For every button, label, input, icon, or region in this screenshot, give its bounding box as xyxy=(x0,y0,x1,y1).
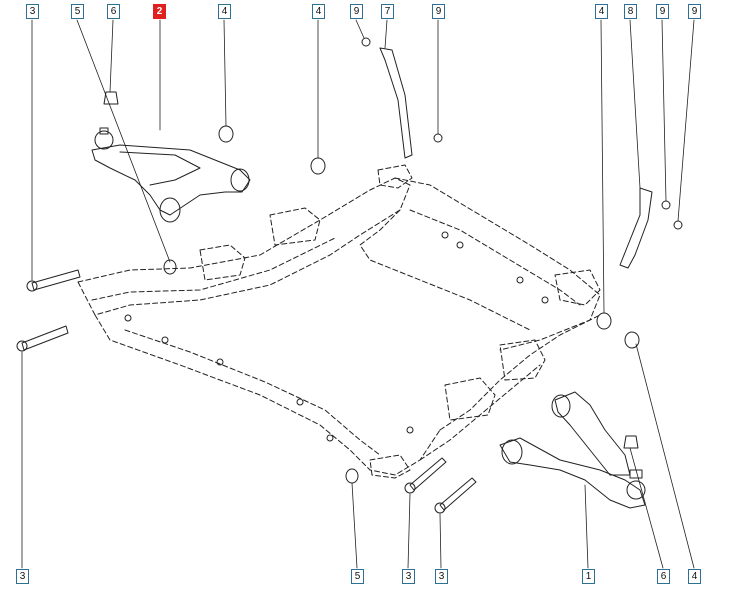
callout-3-bottom-b[interactable]: 3 xyxy=(435,569,448,584)
callout-6-bottom[interactable]: 6 xyxy=(657,569,670,584)
left-wishbone xyxy=(91,127,251,223)
callout-4-top-a[interactable]: 4 xyxy=(218,4,231,19)
callout-3-top-left[interactable]: 3 xyxy=(26,4,39,19)
callout-9-top-b[interactable]: 9 xyxy=(432,4,445,19)
callout-8-top[interactable]: 8 xyxy=(624,4,637,19)
callout-4-bottom[interactable]: 4 xyxy=(688,569,701,584)
subframe xyxy=(77,164,601,479)
callout-5-bottom[interactable]: 5 xyxy=(351,569,364,584)
callout-9-top-d[interactable]: 9 xyxy=(688,4,701,19)
bolts xyxy=(16,269,477,514)
callout-1-bottom[interactable]: 1 xyxy=(582,569,595,584)
subframe-holes xyxy=(124,231,549,442)
callout-9-top-c[interactable]: 9 xyxy=(656,4,669,19)
callout-9-top-a[interactable]: 9 xyxy=(350,4,363,19)
callout-6-top[interactable]: 6 xyxy=(107,4,120,19)
callout-3-bottom-a[interactable]: 3 xyxy=(402,569,415,584)
callout-2-highlighted[interactable]: 2 xyxy=(153,4,166,19)
callout-3-bottom-left[interactable]: 3 xyxy=(16,569,29,584)
callout-5-top[interactable]: 5 xyxy=(71,4,84,19)
right-wishbone xyxy=(499,391,646,509)
bushes-and-nuts xyxy=(103,37,683,484)
stabilizer-link-7 xyxy=(379,47,413,159)
callout-7-top[interactable]: 7 xyxy=(381,4,394,19)
stabilizer-link-8 xyxy=(619,187,653,269)
leader-lines xyxy=(21,19,695,569)
callout-4-top-b[interactable]: 4 xyxy=(312,4,325,19)
callout-4-top-c[interactable]: 4 xyxy=(595,4,608,19)
